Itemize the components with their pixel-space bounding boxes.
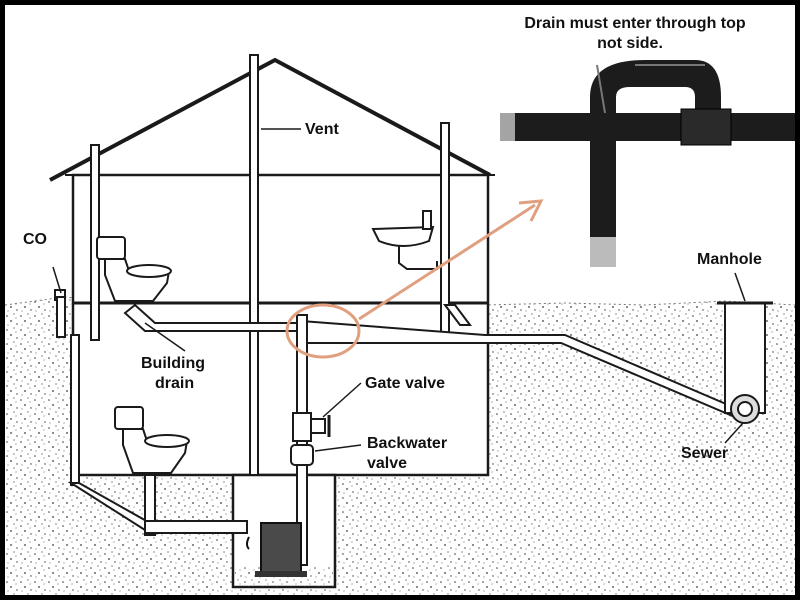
drain-note-line1: Drain must enter through top [524, 15, 746, 32]
plumbing-diagram: Drain must enter through top not side. V… [5, 5, 795, 595]
backwater-valve-label-line2: valve [367, 455, 408, 472]
drain-note-line2: not side. [597, 35, 663, 52]
gate-valve-label: Gate valve [365, 375, 446, 392]
toilet-icon [96, 236, 172, 302]
callout-arrow [285, 199, 544, 359]
vent-label: Vent [305, 121, 339, 138]
toilet-icon [114, 406, 190, 474]
lower-drain-pipe [67, 334, 248, 536]
diagram-canvas [5, 54, 795, 595]
building-drain-label-line2: drain [155, 375, 195, 392]
manhole-label: Manhole [697, 251, 762, 268]
building-drain-label-line1: Building [141, 355, 205, 372]
gate-valve-icon [292, 412, 331, 442]
detail-pipe-inset [485, 60, 795, 267]
label-leaders [144, 128, 746, 452]
sewer-label: Sewer [681, 445, 729, 462]
sewer-main-icon [730, 394, 760, 424]
cleanout [52, 266, 66, 338]
co-label: CO [23, 231, 47, 248]
sink-icon [371, 210, 438, 270]
backwater-valve-icon [290, 444, 314, 466]
sump-pump-icon [246, 522, 307, 577]
backwater-valve-label-line1: Backwater [367, 435, 448, 452]
